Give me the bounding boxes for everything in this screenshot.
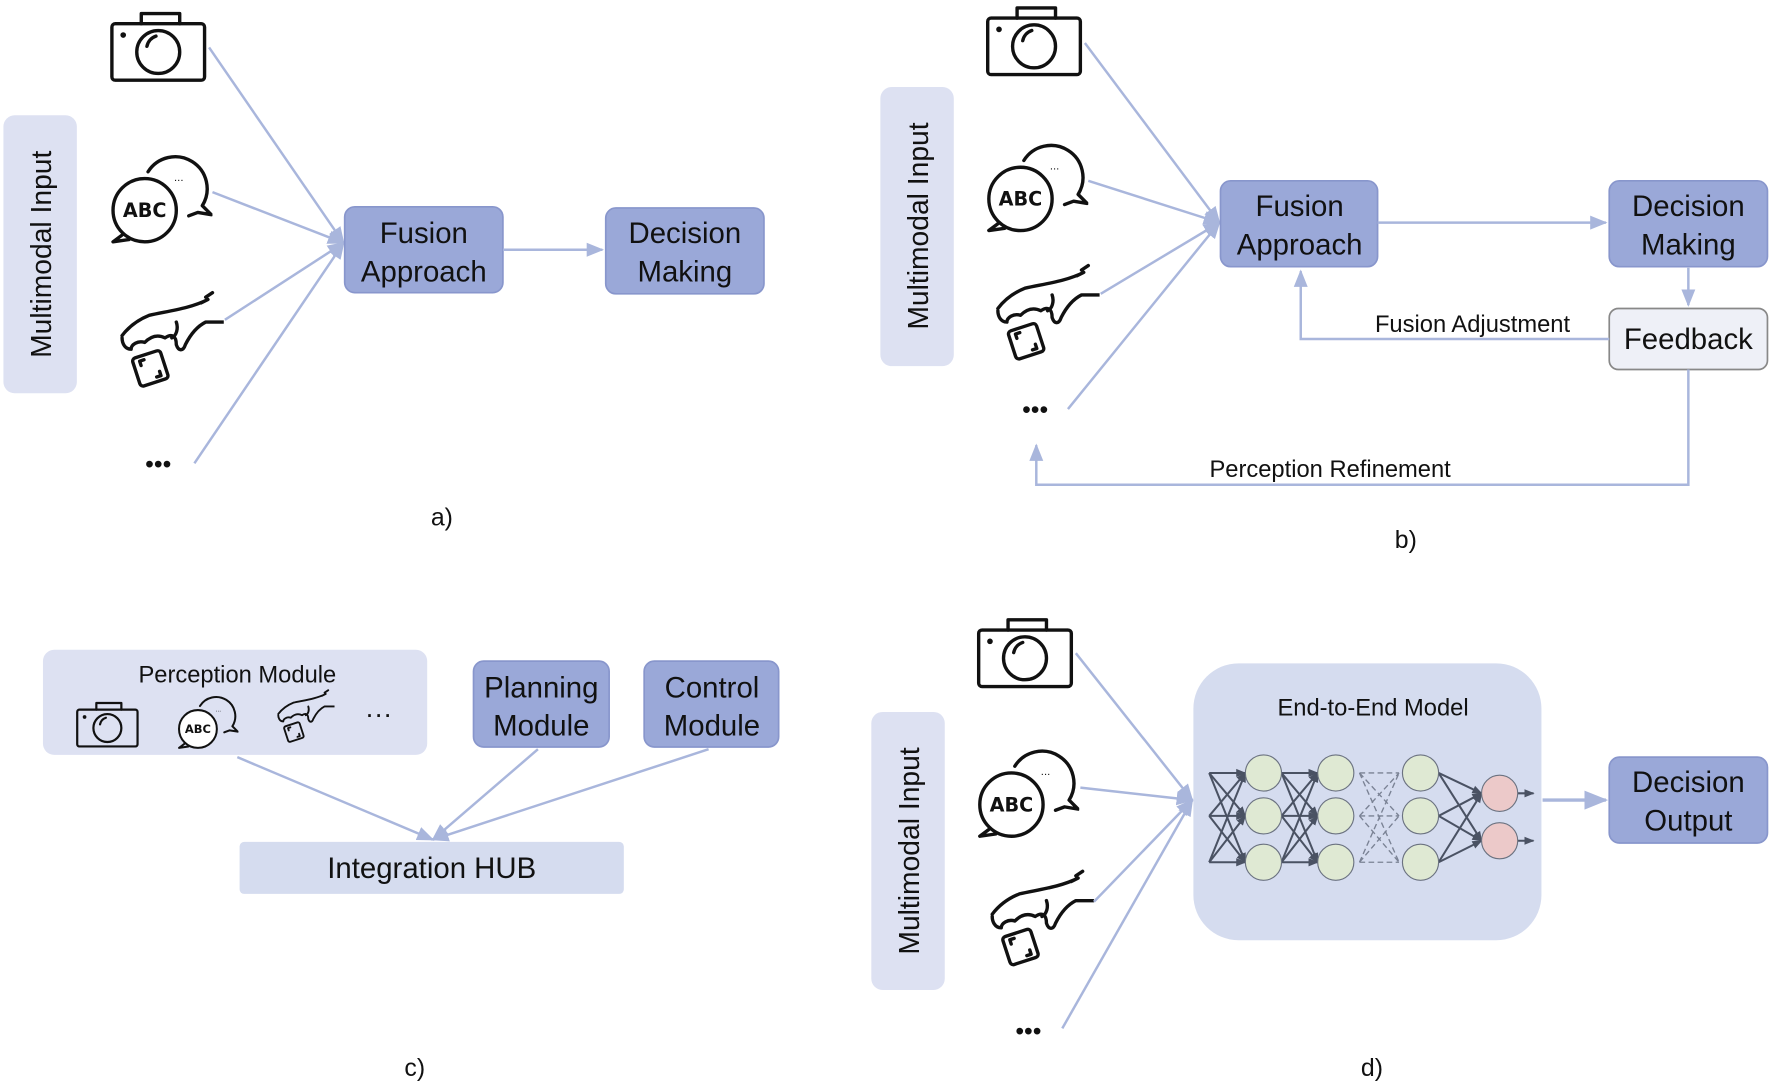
camera-icon (110, 11, 207, 82)
feedback-label: Feedback (1624, 323, 1753, 356)
connector (1080, 786, 1194, 806)
network-edge (1437, 772, 1483, 842)
more-inputs-ellipsis: ••• (145, 450, 171, 478)
perception-module-label: Perception Module (138, 663, 336, 689)
more-inputs-ellipsis: ••• (1022, 396, 1048, 424)
planning-module-box: Planning Module (472, 660, 610, 748)
multimodal-input-label: Multimodal Input (25, 150, 57, 357)
hidden-node (1244, 843, 1283, 881)
approach-label: Approach (361, 255, 487, 288)
feedback-box: Feedback (1608, 307, 1769, 371)
connector (224, 241, 346, 321)
module-label: Module (664, 710, 760, 743)
panel-b: Multimodal Input ••• Fusion Approach Dec… (880, 6, 1769, 554)
hand-dice-icon (990, 869, 1094, 968)
panel-c: Perception Module ··· Planning Module Co… (42, 649, 780, 1082)
end-to-end-model-box: End-to-End Model (1193, 663, 1542, 941)
decision-making-box: Decision Making (1608, 179, 1769, 268)
connector (1093, 798, 1194, 903)
connector (1066, 221, 1221, 410)
connector (431, 748, 709, 842)
connector (431, 748, 539, 841)
output-label: Output (1644, 805, 1732, 838)
chat-bubbles-icon (978, 749, 1080, 838)
fusion-approach-box: Fusion Approach (343, 205, 504, 294)
connector (1083, 42, 1221, 225)
network-edge (1358, 815, 1400, 863)
hidden-node (1401, 754, 1440, 792)
making-label: Making (1641, 228, 1736, 261)
perception-refinement-label: Perception Refinement (1209, 457, 1451, 483)
multimodal-input-panel (880, 87, 954, 367)
integration-hub-box: Integration HUB (239, 841, 624, 894)
hand-dice-icon (996, 263, 1100, 362)
hidden-node (1317, 754, 1355, 792)
decision-making-box: Decision Making (604, 207, 765, 295)
multimodal-input-label: Multimodal Input (893, 747, 925, 954)
approach-label: Approach (1237, 228, 1363, 261)
output-node (1480, 774, 1519, 812)
hidden-node (1244, 754, 1283, 792)
caption-c: c) (404, 1054, 425, 1082)
hidden-node (1244, 797, 1283, 835)
decision-label: Decision (1632, 766, 1745, 799)
more-inputs-ellipsis: ••• (1015, 1018, 1041, 1046)
end-to-end-model-label: End-to-End Model (1277, 695, 1468, 721)
neural-network (1208, 754, 1535, 881)
camera-icon (976, 618, 1074, 689)
connector (208, 46, 345, 245)
network-edge (1208, 772, 1247, 863)
integration-hub-label: Integration HUB (327, 852, 536, 885)
connector (193, 241, 345, 465)
perception-module-box (42, 649, 428, 755)
module-label: Module (493, 710, 589, 743)
multimodal-input-panel (3, 115, 77, 394)
hidden-node (1317, 843, 1355, 881)
fusion-label: Fusion (380, 217, 468, 250)
camera-icon (986, 6, 1083, 77)
panel-a: Multimodal Input ••• Fusion Approach Dec… (3, 11, 765, 531)
multimodal-input-label: Multimodal Input (902, 122, 934, 329)
connector (1100, 221, 1221, 295)
fusion-approach-box: Fusion Approach (1219, 179, 1379, 268)
fusion-label: Fusion (1256, 190, 1344, 223)
caption-b: b) (1395, 526, 1417, 554)
making-label: Making (637, 255, 732, 288)
panel-d: Multimodal Input ••• End-to-End Model De… (871, 618, 1769, 1082)
network-edge (1208, 815, 1247, 863)
chat-bubbles-icon (987, 143, 1089, 233)
connector (1087, 179, 1222, 225)
network-edge (1437, 792, 1483, 863)
hidden-node (1401, 797, 1440, 835)
hand-dice-icon (120, 290, 224, 389)
hidden-node (1317, 797, 1355, 835)
output-node (1480, 822, 1519, 860)
connector (236, 756, 435, 841)
fusion-adjustment-label: Fusion Adjustment (1375, 312, 1571, 338)
multimodal-input-panel (871, 711, 945, 990)
network-edge (1359, 772, 1400, 817)
chat-bubbles-icon (111, 155, 213, 244)
network-edge (1438, 772, 1483, 795)
connector (1074, 652, 1194, 802)
connector (1061, 798, 1194, 1029)
network-edge (1438, 839, 1483, 864)
caption-a: a) (431, 503, 453, 531)
decision-label: Decision (1632, 190, 1745, 223)
decision-output-box: Decision Output (1608, 756, 1769, 844)
network-edge (1280, 815, 1319, 863)
connector (212, 190, 346, 245)
more-inputs-ellipsis: ··· (365, 698, 392, 729)
decision-label: Decision (629, 217, 742, 250)
control-module-box: Control Module (643, 660, 780, 748)
network-edge (1280, 772, 1319, 863)
network-edge (1358, 772, 1400, 863)
hidden-node (1401, 843, 1440, 881)
planning-label: Planning (484, 671, 598, 704)
fusion-adjustment-arrow (1293, 269, 1610, 341)
control-label: Control (665, 671, 760, 704)
perception-refinement-arrow (1029, 369, 1690, 487)
caption-d: d) (1361, 1054, 1383, 1082)
